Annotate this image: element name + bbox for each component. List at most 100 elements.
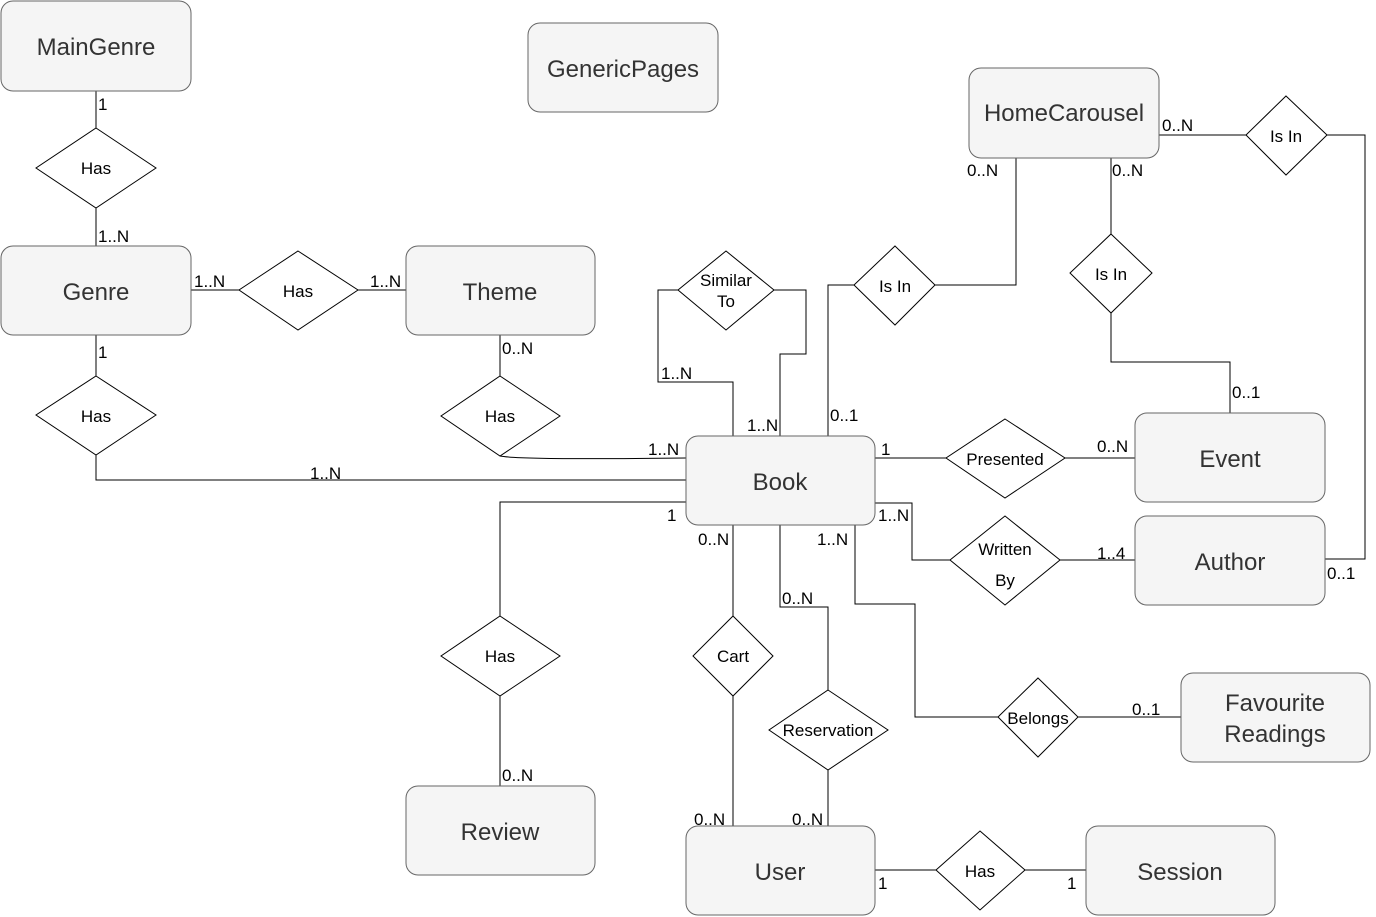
rel-genre-theme-has[interactable]: Has (238, 250, 359, 331)
rel-label: Has (283, 282, 313, 301)
rel-book-carousel-is-in[interactable]: Is In (853, 245, 936, 326)
entity-label: Author (1195, 549, 1266, 576)
card-book-written: 1..N (878, 506, 909, 525)
rel-label: Has (485, 407, 515, 426)
rel-label: Is In (879, 277, 911, 296)
entity-label: Book (753, 469, 809, 496)
entity-author[interactable]: Author (1134, 515, 1326, 606)
card-event-to-carousel: 0..1 (1232, 383, 1260, 402)
card-genre-to-theme: 1..N (194, 272, 225, 291)
rel-similar-to[interactable]: Similar To (677, 250, 775, 331)
entity-favourite-readings[interactable]: Favourite Readings (1180, 672, 1371, 763)
card-book-reservation: 0..N (782, 589, 813, 608)
edge-book-writtenby (875, 502, 950, 561)
edge-isin-event (1110, 313, 1231, 413)
entity-genre[interactable]: Genre (0, 245, 192, 336)
rel-genre-book-has[interactable]: Has (35, 375, 157, 456)
rel-presented[interactable]: Presented (945, 418, 1066, 499)
card-book-cart: 0..N (698, 530, 729, 549)
card-book-from-genre: 1..N (310, 464, 341, 483)
rel-label-line-2: To (717, 292, 735, 311)
edge-book-isin (827, 284, 854, 436)
rel-belongs[interactable]: Belongs (997, 677, 1079, 758)
rel-review-has[interactable]: Has (440, 615, 561, 697)
entity-review[interactable]: Review (405, 785, 596, 876)
edge-similar-right (774, 289, 807, 436)
rel-label: Has (81, 159, 111, 178)
card-maingenre-has: 1 (98, 95, 107, 114)
entity-label-line-1: Favourite (1225, 690, 1325, 717)
card-book-belongs: 1..N (817, 530, 848, 549)
card-book-to-carousel: 0..1 (830, 406, 858, 425)
card-carousel-from-event: 0..N (1112, 161, 1143, 180)
rel-label: Has (485, 647, 515, 666)
entity-label: Theme (463, 279, 538, 306)
card-book-from-theme: 1..N (648, 440, 679, 459)
rel-label: Is In (1095, 265, 1127, 284)
rel-reservation[interactable]: Reservation (768, 689, 889, 771)
edge-book-reservation (779, 525, 829, 690)
entity-event[interactable]: Event (1134, 412, 1326, 503)
card-book-review: 1 (667, 506, 676, 525)
card-author-written: 1..4 (1097, 544, 1125, 563)
entity-label: GenericPages (547, 56, 699, 83)
rel-label: Presented (966, 450, 1044, 469)
edge-isin-carousel (935, 158, 1017, 286)
entity-label-line-2: Readings (1224, 721, 1325, 748)
entity-book[interactable]: Book (685, 435, 876, 526)
entity-label: MainGenre (37, 34, 156, 61)
rel-label: Has (81, 407, 111, 426)
entity-user[interactable]: User (685, 825, 876, 916)
card-genre-to-book: 1 (98, 343, 107, 362)
rel-label-line-2: By (995, 571, 1015, 590)
edge-book-belongs (854, 525, 998, 718)
rel-label: Is In (1270, 127, 1302, 146)
rel-cart[interactable]: Cart (692, 615, 774, 697)
card-user-session: 1 (878, 874, 887, 893)
card-event-presented: 0..N (1097, 437, 1128, 456)
card-similar-left: 1..N (661, 364, 692, 383)
card-carousel-from-author: 0..N (1162, 116, 1193, 135)
entity-session[interactable]: Session (1085, 825, 1276, 916)
entity-genericpages[interactable]: GenericPages (527, 22, 719, 113)
rel-label: Belongs (1007, 709, 1068, 728)
edge-has-book-theme (499, 455, 687, 460)
rel-label: Cart (717, 647, 749, 666)
entity-label: Review (461, 819, 540, 846)
entity-label: HomeCarousel (984, 100, 1144, 127)
rel-written-by[interactable]: Written By (949, 515, 1061, 606)
rel-theme-book-has[interactable]: Has (440, 375, 561, 457)
rel-label: Reservation (783, 721, 874, 740)
rel-session-has[interactable]: Has (935, 830, 1026, 911)
entity-homecarousel[interactable]: HomeCarousel (968, 67, 1160, 159)
edges (95, 91, 1366, 871)
entity-label: User (755, 859, 806, 886)
card-genre-from-maingenre: 1..N (98, 227, 129, 246)
entity-theme[interactable]: Theme (405, 245, 596, 336)
rel-author-carousel-is-in[interactable]: Is In (1245, 95, 1328, 176)
entity-maingenre[interactable]: MainGenre (0, 0, 192, 92)
cardinalities: 1 1..N 1..N 1..N 1 1..N 0..N 1..N 1..N 1… (98, 95, 1355, 893)
card-similar-right: 1..N (747, 416, 778, 435)
card-session-user: 1 (1067, 874, 1076, 893)
edge-isin-author (1325, 134, 1366, 560)
card-book-presented: 1 (881, 440, 890, 459)
rel-label-line-1: Written (978, 540, 1032, 559)
card-author-to-carousel: 0..1 (1327, 564, 1355, 583)
rel-maingenre-genre-has[interactable]: Has (35, 127, 157, 209)
rel-label-line-1: Similar (700, 271, 752, 290)
card-theme-to-book: 0..N (502, 339, 533, 358)
entity-label: Genre (63, 279, 130, 306)
card-user-reservation: 0..N (792, 810, 823, 829)
rel-event-carousel-is-in[interactable]: Is In (1069, 233, 1153, 314)
entity-label: Event (1199, 446, 1261, 473)
entity-label: Session (1137, 859, 1222, 886)
edge-genre-has-book-bottom (95, 455, 686, 481)
card-carousel-from-book: 0..N (967, 161, 998, 180)
edge-similar-left (657, 289, 734, 436)
edge-book-review (499, 501, 686, 616)
rel-label: Has (965, 862, 995, 881)
card-review-has: 0..N (502, 766, 533, 785)
card-theme-from-genre: 1..N (370, 272, 401, 291)
